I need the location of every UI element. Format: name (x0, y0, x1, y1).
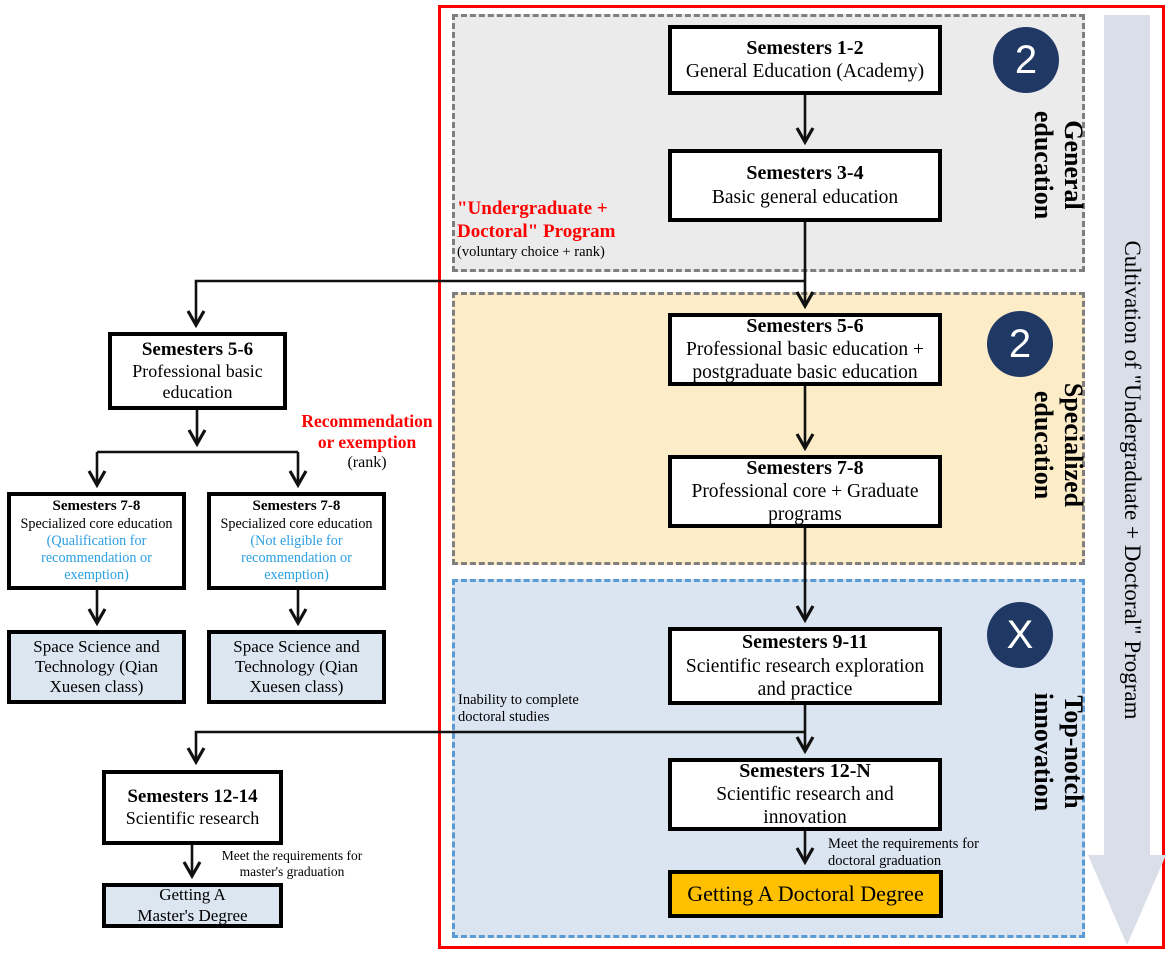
box-semesters-12-n: Semesters 12-N Scientific research and i… (668, 758, 942, 831)
box-semesters-7-8-qualified: Semesters 7-8 Specialized core education… (7, 492, 186, 590)
box-doctoral-degree: Getting A Doctoral Degree (668, 870, 943, 918)
badge-topnotch-x: X (987, 602, 1053, 668)
label-general-education: General education (1029, 110, 1088, 220)
box-semesters-1-2: Semesters 1-2 General Education (Academy… (668, 25, 942, 95)
label-master-graduation-req: Meet the requirements for master's gradu… (221, 848, 363, 880)
box-semesters-3-4: Semesters 3-4 Basic general education (668, 149, 942, 222)
label-specialized-education: Specialized education (1029, 382, 1088, 508)
box-semesters-5-6-left: Semesters 5-6 Professional basic educati… (108, 332, 287, 410)
label-recommendation-or-exemption: Recommendation or exemption (rank) (301, 411, 433, 471)
label-topnotch-innovation: Top-notch innovation (1029, 692, 1088, 812)
box-space-science-left: Space Science and Technology (Qian Xuese… (7, 630, 186, 704)
box-semesters-7-8-not-eligible: Semesters 7-8 Specialized core education… (207, 492, 386, 590)
label-doctoral-graduation-req: Meet the requirements for doctoral gradu… (828, 836, 979, 870)
box-semesters-9-11: Semesters 9-11 Scientific research explo… (668, 627, 942, 705)
box-masters-degree: Getting A Master's Degree (102, 883, 283, 928)
badge-specialized-2: 2 (987, 311, 1053, 377)
program-red-frame (438, 5, 1165, 949)
cultivation-banner-label: Cultivation of "Undergraduate + Doctoral… (1120, 240, 1145, 720)
box-semesters-12-14: Semesters 12-14 Scientific research (102, 770, 283, 845)
box-semesters-7-8-main: Semesters 7-8 Professional core + Gradua… (668, 455, 942, 528)
box-space-science-right: Space Science and Technology (Qian Xuese… (207, 630, 386, 704)
label-inability-doctoral: Inability to complete doctoral studies (458, 692, 579, 726)
badge-general-2: 2 (993, 27, 1059, 93)
box-semesters-5-6-main: Semesters 5-6 Professional basic educati… (668, 313, 942, 386)
cultivation-banner-arrow (1088, 15, 1166, 945)
label-undergrad-doctoral-program: "Undergraduate + Doctoral" Program (volu… (457, 198, 616, 260)
